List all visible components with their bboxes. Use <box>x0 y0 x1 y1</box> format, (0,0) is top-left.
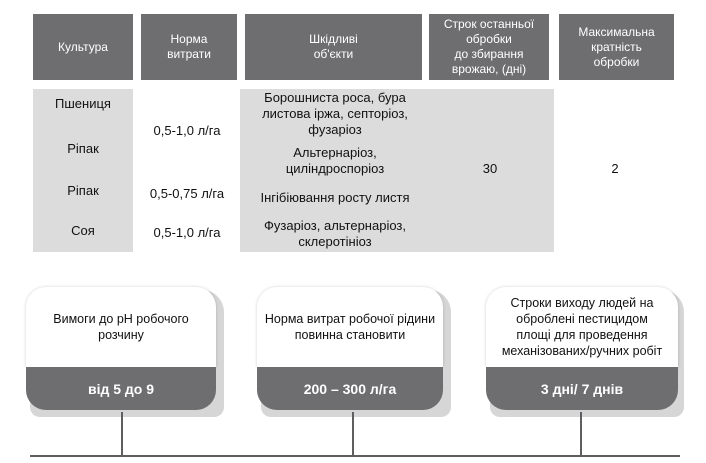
header-rate-label: Норма витрати <box>167 32 211 61</box>
card-ph: Вимоги до рН робочого розчину від 5 до 9 <box>26 287 224 417</box>
rate-1: 0,5-1,0 л/га <box>153 123 221 138</box>
target-2: Альтернаріоз, циліндроспоріоз <box>285 145 385 176</box>
card-liquid-rate: Норма витрат робочої рідини повинна стан… <box>257 287 451 417</box>
card-liquid-rate-title: Норма витрат робочої рідини повинна стан… <box>257 287 443 367</box>
crop-soy: Соя <box>71 223 95 238</box>
header-multiplicity: Максимальна кратність обробки <box>559 14 674 80</box>
header-culture-label: Культура <box>58 39 108 54</box>
card-liquid-rate-value: 200 – 300 л/га <box>257 367 443 410</box>
card-reentry: Строки виходу людей на оброблені пестици… <box>486 287 684 417</box>
connector-1 <box>121 412 123 456</box>
connector-2 <box>352 412 354 456</box>
target-4: Фузаріоз, альтернаріоз, склеротініоз <box>264 218 406 249</box>
header-last-treatment: Строк останньої обробки до збирання врож… <box>429 14 549 80</box>
days-value: 30 <box>482 161 498 176</box>
header-rate: Норма витрати <box>141 14 237 80</box>
card-ph-value: від 5 до 9 <box>26 367 216 410</box>
card-reentry-title: Строки виходу людей на оброблені пестици… <box>486 287 678 367</box>
card-reentry-value: 3 дні/ 7 днів <box>486 367 678 410</box>
rate-3: 0,5-1,0 л/га <box>153 225 221 240</box>
connector-3 <box>580 412 582 456</box>
card-ph-title: Вимоги до рН робочого розчину <box>26 287 216 367</box>
crop-rapeseed-2: Ріпак <box>67 183 99 198</box>
targets-days-bg <box>240 89 554 252</box>
header-multiplicity-label: Максимальна кратність обробки <box>578 24 655 69</box>
culture-column-bg <box>33 89 133 252</box>
multiplicity-value: 2 <box>611 161 619 176</box>
crop-rapeseed-1: Ріпак <box>67 141 99 156</box>
crop-wheat: Пшениця <box>55 96 111 111</box>
target-1: Борошниста роса, бура листова іржа, септ… <box>262 90 408 137</box>
header-targets: Шкідливі об'єкти <box>245 14 422 80</box>
timeline-baseline <box>30 455 680 457</box>
header-last-treatment-label: Строк останньої обробки до збирання врож… <box>443 17 535 76</box>
rate-2: 0,5-0,75 л/га <box>149 186 225 201</box>
header-targets-label: Шкідливі об'єкти <box>309 32 358 61</box>
header-culture: Культура <box>33 14 133 80</box>
target-3: Інгібіювання росту листя <box>260 190 410 205</box>
